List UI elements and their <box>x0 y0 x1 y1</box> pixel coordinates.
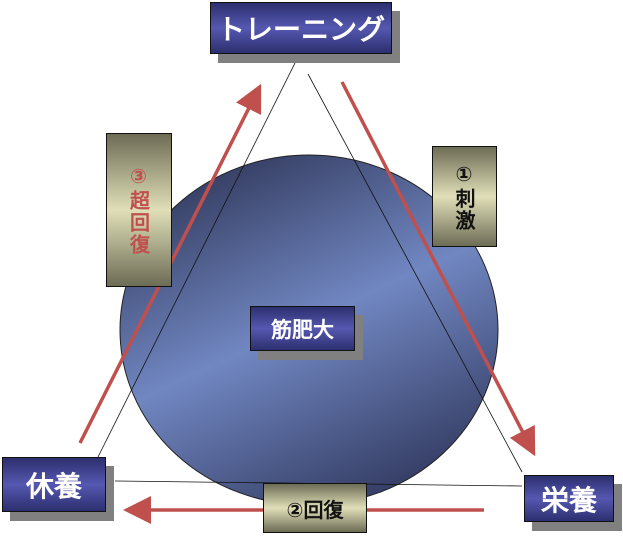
step-recovery-label: ②回復 <box>286 497 344 522</box>
step-supercompensation: ③超回復 <box>106 133 172 287</box>
node-hypertrophy: 筋肥大 <box>250 306 355 351</box>
node-rest-label: 休養 <box>25 469 82 503</box>
node-training: トレーニング <box>210 2 392 54</box>
step-stimulus: ①刺激 <box>432 146 497 247</box>
step-recovery: ②回復 <box>263 483 367 533</box>
node-nutrition: 栄養 <box>524 475 614 522</box>
node-nutrition-label: 栄養 <box>540 483 597 517</box>
node-rest: 休養 <box>2 457 106 512</box>
node-hypertrophy-label: 筋肥大 <box>271 317 334 342</box>
step-stimulus-label: ①刺激 <box>452 161 476 232</box>
node-training-label: トレーニング <box>216 13 385 46</box>
arrow-stimulus <box>340 81 536 457</box>
step-supercompensation-label: ③超回復 <box>126 164 151 256</box>
